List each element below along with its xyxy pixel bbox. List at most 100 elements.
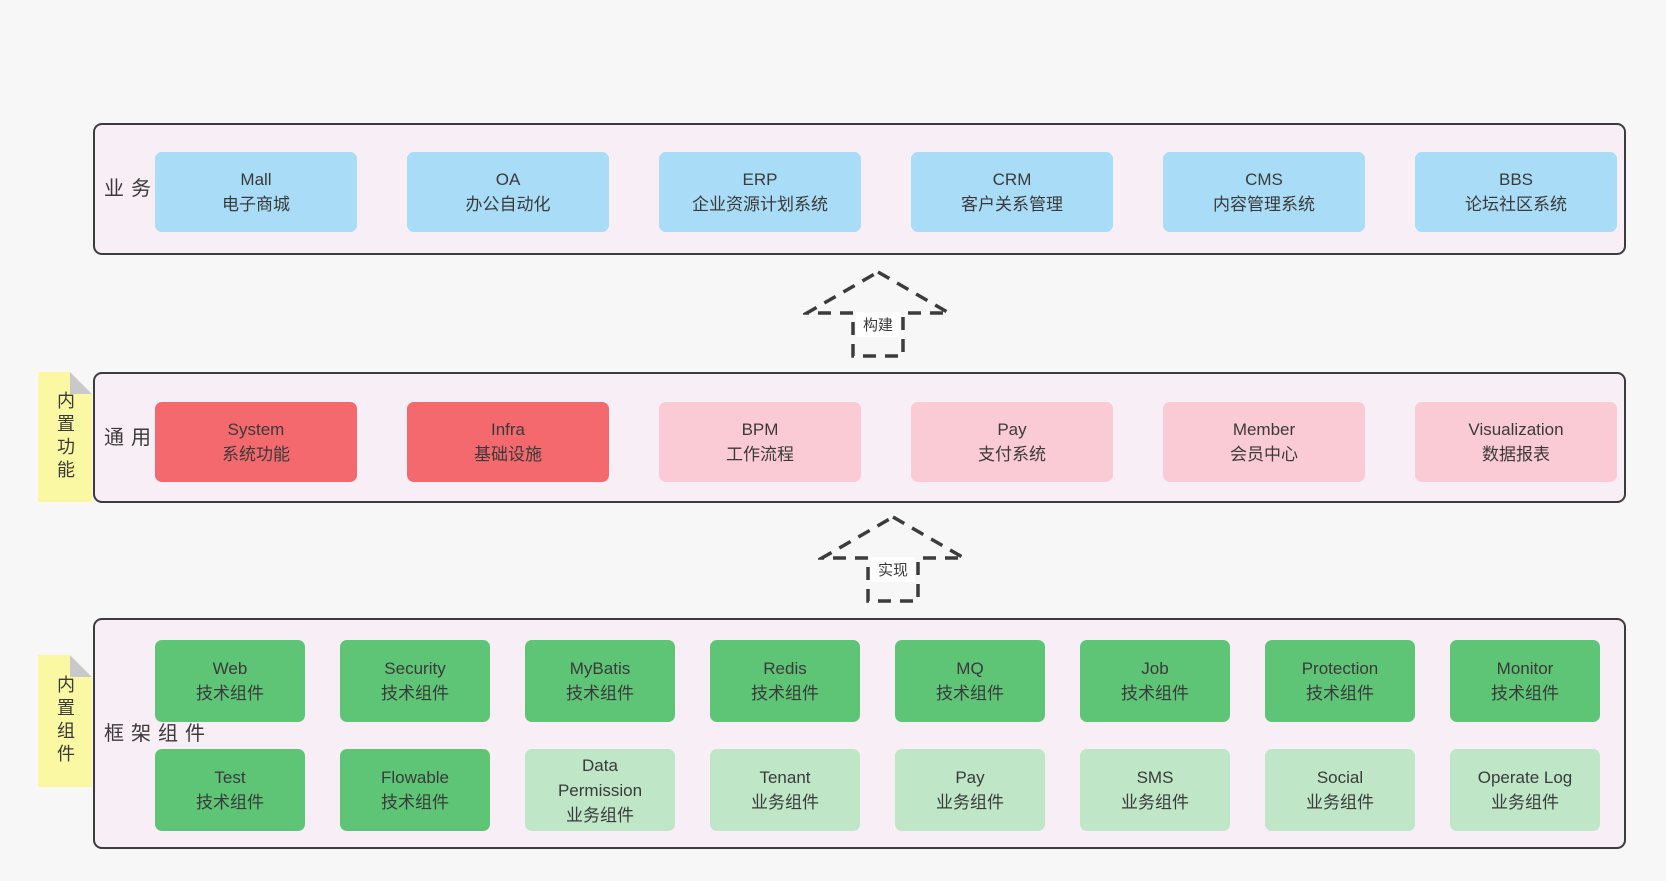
layer-common-modules: 通用模块 System 系统功能 Infra 基础设施 BPM 工作流程 Pay… xyxy=(93,372,1626,503)
sticky-note-label: 内置功能 xyxy=(55,391,75,483)
box-subtitle: 办公自动化 xyxy=(465,195,551,214)
box-subtitle: 业务组件 xyxy=(1121,793,1189,812)
box-subtitle: 数据报表 xyxy=(1482,445,1550,464)
box-subtitle: 技术组件 xyxy=(751,684,819,703)
box-visualization: Visualization 数据报表 xyxy=(1415,402,1617,482)
box-subtitle: 系统功能 xyxy=(222,445,290,464)
box-title: System xyxy=(227,420,285,439)
box-subtitle: 电子商城 xyxy=(222,195,290,214)
box-subtitle: 技术组件 xyxy=(566,684,634,703)
arrow-implement-shape xyxy=(818,514,968,603)
box-monitor: Monitor 技术组件 xyxy=(1450,640,1600,722)
box-title: Test xyxy=(214,768,246,787)
box-sms: SMS 业务组件 xyxy=(1080,749,1230,831)
box-test: Test 技术组件 xyxy=(155,749,305,831)
box-subtitle: 技术组件 xyxy=(1306,684,1374,703)
box-member: Member 会员中心 xyxy=(1163,402,1365,482)
box-redis: Redis 技术组件 xyxy=(710,640,860,722)
box-tenant: Tenant 业务组件 xyxy=(710,749,860,831)
box-title: BBS xyxy=(1498,170,1534,189)
box-web: Web 技术组件 xyxy=(155,640,305,722)
arrow-build: 构建 xyxy=(803,269,953,359)
box-crm: CRM 客户关系管理 xyxy=(911,152,1113,232)
box-subtitle: 业务组件 xyxy=(1491,793,1559,812)
box-title: OA xyxy=(495,170,521,189)
box-title: CMS xyxy=(1245,170,1283,189)
box-system: System 系统功能 xyxy=(155,402,357,482)
box-subtitle: 企业资源计划系统 xyxy=(692,195,828,214)
box-title: Job xyxy=(1141,659,1169,678)
box-title: Visualization xyxy=(1468,420,1564,439)
sticky-note-builtin-components: 内置组件 xyxy=(38,655,92,787)
box-flowable: Flowable 技术组件 xyxy=(340,749,490,831)
box-title: Tenant xyxy=(759,768,811,787)
box-subtitle: 基础设施 xyxy=(474,445,542,464)
box-mq: MQ 技术组件 xyxy=(895,640,1045,722)
arrow-build-shape xyxy=(803,269,953,358)
box-subtitle: 技术组件 xyxy=(196,684,264,703)
sticky-note-builtin-features: 内置功能 xyxy=(38,372,92,502)
box-oa: OA 办公自动化 xyxy=(407,152,609,232)
box-title: Infra xyxy=(490,420,526,439)
box-title: Pay xyxy=(997,420,1027,439)
layer-label-framework-components: 框架组件 xyxy=(104,722,212,745)
box-subtitle: 内容管理系统 xyxy=(1213,195,1315,214)
box-operate-log: Operate Log 业务组件 xyxy=(1450,749,1600,831)
box-title: Social xyxy=(1316,768,1364,787)
arrow-build-label: 构建 xyxy=(855,312,901,337)
box-title: Web xyxy=(212,659,248,678)
box-title: Member xyxy=(1232,420,1296,439)
box-mall: Mall 电子商城 xyxy=(155,152,357,232)
box-subtitle: 技术组件 xyxy=(381,793,449,812)
box-cms: CMS 内容管理系统 xyxy=(1163,152,1365,232)
box-subtitle: 论坛社区系统 xyxy=(1465,195,1567,214)
box-title: Monitor xyxy=(1496,659,1554,678)
box-title: MyBatis xyxy=(569,659,631,678)
layer-business-systems: 业务系统 Mall 电子商城 OA 办公自动化 ERP 企业资源计划系统 CRM… xyxy=(93,123,1626,255)
business-systems-row: Mall 电子商城 OA 办公自动化 ERP 企业资源计划系统 CRM 客户关系… xyxy=(95,125,1624,253)
box-subtitle: 技术组件 xyxy=(196,793,264,812)
box-subtitle: 技术组件 xyxy=(1491,684,1559,703)
framework-components-row-2: Test 技术组件 Flowable 技术组件 Data Permission … xyxy=(95,620,1624,847)
box-title: Redis xyxy=(763,659,807,678)
box-pay: Pay 支付系统 xyxy=(911,402,1113,482)
box-subtitle: 支付系统 xyxy=(978,445,1046,464)
arrow-implement-label: 实现 xyxy=(870,557,916,582)
box-mybatis: MyBatis 技术组件 xyxy=(525,640,675,722)
box-title: Mall xyxy=(240,170,272,189)
box-title: CRM xyxy=(992,170,1032,189)
box-subtitle: 会员中心 xyxy=(1230,445,1298,464)
box-title: Pay xyxy=(955,768,985,787)
box-subtitle: 业务组件 xyxy=(1306,793,1374,812)
box-data-permission: Data Permission 业务组件 xyxy=(525,749,675,831)
box-subtitle: 技术组件 xyxy=(1121,684,1189,703)
box-bbs: BBS 论坛社区系统 xyxy=(1415,152,1617,232)
box-security: Security 技术组件 xyxy=(340,640,490,722)
box-protection: Protection 技术组件 xyxy=(1265,640,1415,722)
box-subtitle: 客户关系管理 xyxy=(961,195,1063,214)
box-title: Data Permission xyxy=(557,755,643,800)
arrow-implement: 实现 xyxy=(818,514,968,604)
box-title: BPM xyxy=(741,420,779,439)
box-subtitle: 技术组件 xyxy=(381,684,449,703)
box-title: SMS xyxy=(1136,768,1174,787)
box-bpm: BPM 工作流程 xyxy=(659,402,861,482)
box-subtitle: 业务组件 xyxy=(566,805,634,825)
box-title: ERP xyxy=(742,170,778,189)
framework-components-row-1: Web 技术组件 Security 技术组件 MyBatis 技术组件 Redi… xyxy=(95,620,1624,847)
box-subtitle: 技术组件 xyxy=(936,684,1004,703)
box-job: Job 技术组件 xyxy=(1080,640,1230,722)
box-title: Operate Log xyxy=(1477,768,1573,787)
box-erp: ERP 企业资源计划系统 xyxy=(659,152,861,232)
box-social: Social 业务组件 xyxy=(1265,749,1415,831)
box-subtitle: 业务组件 xyxy=(751,793,819,812)
box-title: Flowable xyxy=(380,768,450,787)
box-pay-component: Pay 业务组件 xyxy=(895,749,1045,831)
box-subtitle: 工作流程 xyxy=(726,445,794,464)
box-infra: Infra 基础设施 xyxy=(407,402,609,482)
sticky-note-label: 内置组件 xyxy=(55,675,75,767)
common-modules-row: System 系统功能 Infra 基础设施 BPM 工作流程 Pay 支付系统… xyxy=(95,374,1624,501)
layer-framework-components: 框架组件 Web 技术组件 Security 技术组件 MyBatis 技术组件… xyxy=(93,618,1626,849)
box-title: MQ xyxy=(956,659,984,678)
